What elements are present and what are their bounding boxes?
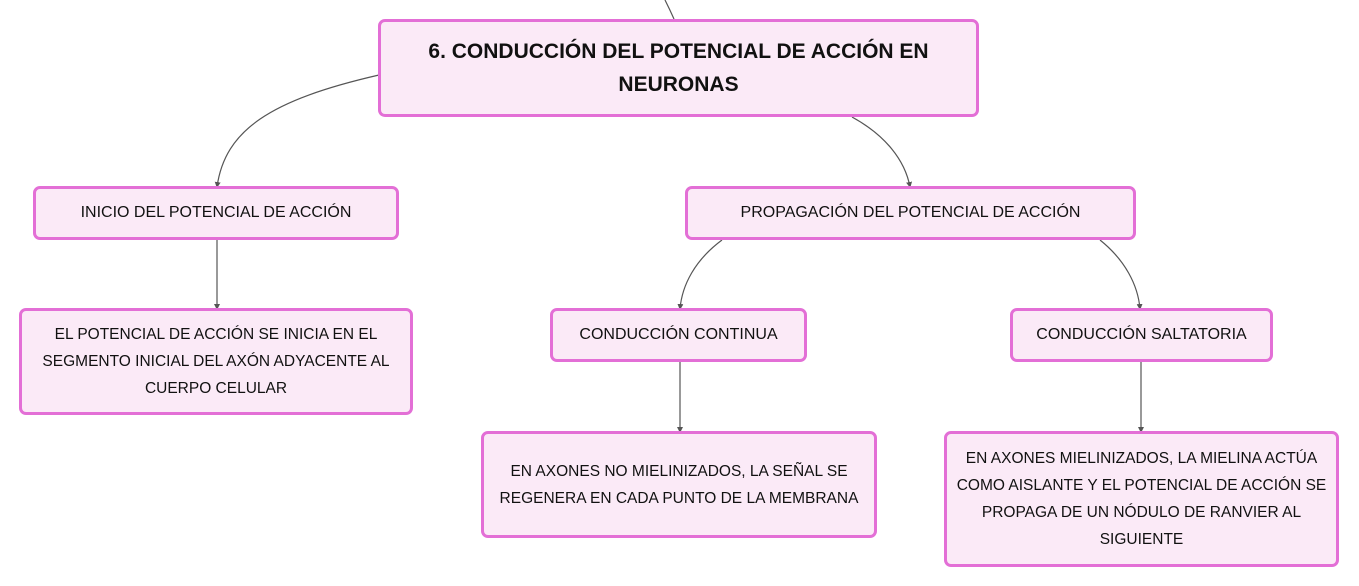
saltatoria-detail-label: EN AXONES MIELINIZADOS, LA MIELINA ACTÚA… bbox=[956, 450, 1327, 548]
saltatoria-detail-node[interactable]: EN AXONES MIELINIZADOS, LA MIELINA ACTÚA… bbox=[944, 431, 1339, 567]
inicio-node-label: INICIO DEL POTENCIAL DE ACCIÓN bbox=[80, 204, 352, 221]
connector-propagacion-to-continua bbox=[677, 239, 723, 310]
continua-detail-node[interactable]: EN AXONES NO MIELINIZADOS, LA SEÑAL SE R… bbox=[481, 431, 877, 538]
connector-root-to-propagacion bbox=[851, 116, 913, 188]
continua-detail-label: EN AXONES NO MIELINIZADOS, LA SEÑAL SE R… bbox=[499, 462, 859, 507]
connector-propagacion-to-saltatoria bbox=[1099, 239, 1143, 310]
propagacion-node-label: PROPAGACIÓN DEL POTENCIAL DE ACCIÓN bbox=[740, 204, 1081, 221]
inicio-detail-label: EL POTENCIAL DE ACCIÓN SE INICIA EN EL S… bbox=[42, 326, 390, 397]
connector-root-to-inicio bbox=[214, 74, 380, 188]
inicio-detail-node[interactable]: EL POTENCIAL DE ACCIÓN SE INICIA EN EL S… bbox=[19, 308, 413, 415]
continua-node-label: CONDUCCIÓN CONTINUA bbox=[579, 326, 778, 343]
root-node[interactable]: 6. CONDUCCIÓN DEL POTENCIAL DE ACCIÓN EN… bbox=[378, 19, 979, 117]
propagacion-node[interactable]: PROPAGACIÓN DEL POTENCIAL DE ACCIÓN bbox=[685, 186, 1136, 240]
saltatoria-node[interactable]: CONDUCCIÓN SALTATORIA bbox=[1010, 308, 1273, 362]
inicio-node[interactable]: INICIO DEL POTENCIAL DE ACCIÓN bbox=[33, 186, 399, 240]
root-node-label: 6. CONDUCCIÓN DEL POTENCIAL DE ACCIÓN EN… bbox=[428, 40, 929, 96]
connector-parent-to-root bbox=[664, 0, 675, 20]
continua-node[interactable]: CONDUCCIÓN CONTINUA bbox=[550, 308, 807, 362]
saltatoria-node-label: CONDUCCIÓN SALTATORIA bbox=[1036, 326, 1247, 343]
